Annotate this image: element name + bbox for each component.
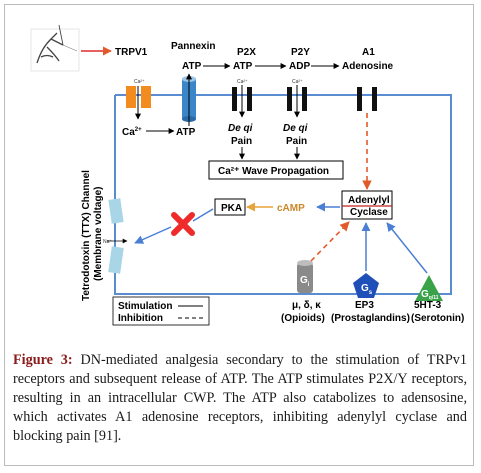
p2x-deqi-label: De qi — [228, 123, 253, 134]
trpv1-channel-icon — [126, 86, 151, 108]
gq-to-adenylyl-arrow — [386, 222, 428, 274]
a1-adenosine-label: Adenosine — [342, 61, 394, 72]
p2y-adp-label: ADP — [289, 61, 310, 72]
ttx-channel-icon — [108, 198, 124, 274]
legend: Stimulation Inhibition — [112, 296, 210, 326]
block-to-ttx-arrow — [134, 226, 172, 244]
prostaglandins-label: (Prostaglandins) — [331, 313, 410, 324]
pka-box — [214, 198, 246, 216]
p2x-pain-label: Pain — [231, 136, 252, 147]
gi-label: Gi — [300, 275, 310, 288]
caption-text: DN-mediated analgesia secondary to the s… — [13, 352, 467, 444]
opioid-types-label: μ, δ, κ — [292, 300, 321, 311]
gs-protein-icon — [353, 273, 379, 298]
trpv1-label: TRPV1 — [115, 47, 148, 58]
ep3-label: EP3 — [355, 300, 374, 311]
ca-inside-label: Ca2+ — [122, 127, 142, 138]
p2x-receptor-icon — [232, 87, 252, 111]
ca-wave-box — [208, 160, 344, 180]
5ht3-label: 5HT-3 — [414, 300, 442, 311]
p2y-pain-label: Pain — [286, 136, 307, 147]
p2x-atp-label: ATP — [233, 61, 253, 72]
gi-inhibits-adenylyl-arrow — [310, 221, 350, 262]
a1-receptor-icon — [357, 87, 377, 111]
na-small-label: Na⁺ — [103, 239, 112, 245]
p2x-label: P2X — [237, 47, 256, 58]
adenylyl-cyclase-box — [341, 190, 393, 220]
pathway-diagram: TRPV1 Pannexin ATP P2X ATP P2Y ADP A1 Ad… — [30, 24, 464, 326]
ca-wave-label: Ca²⁺ Wave Propagation — [218, 166, 329, 177]
gi-protein-icon — [297, 260, 313, 293]
legend-inhibition-label: Inhibition — [118, 313, 163, 324]
legend-stimulation-label: Stimulation — [118, 301, 172, 312]
gq-protein-icon — [415, 275, 443, 301]
adenylyl-cyclase-line1: Adenylyl — [348, 195, 390, 206]
camp-label: cAMP — [277, 203, 305, 214]
figure-label: Figure 3: — [13, 352, 73, 368]
ttx-channel-label: Tetrodotoxin (TTX) Channel — [81, 170, 92, 301]
trpv1-ca-small-label: Ca²⁺ — [134, 79, 145, 85]
a1-label: A1 — [362, 47, 375, 58]
atp-inside-label: ATP — [176, 127, 196, 138]
p2x-ca-small-label: Ca²⁺ — [237, 79, 248, 85]
ttx-membrane-voltage-label: (Membrane voltage) — [93, 187, 104, 281]
adenylyl-cyclase-line2: Cyclase — [350, 207, 388, 218]
p2y-ca-small-label: Ca²⁺ — [292, 79, 303, 85]
p2y-deqi-label: De qi — [283, 123, 308, 134]
gq-label: Gq/11 — [421, 289, 439, 301]
pannexin-label: Pannexin — [171, 41, 215, 52]
pka-to-block-arrow — [192, 208, 214, 222]
cell-membrane — [114, 94, 452, 295]
pka-label: PKA — [221, 203, 242, 214]
p2y-receptor-icon — [287, 87, 307, 111]
gs-label: Gs — [361, 283, 373, 296]
figure-panel: TRPV1 Pannexin ATP P2X ATP P2Y ADP A1 Ad… — [4, 4, 474, 466]
serotonin-label: (Serotonin) — [411, 313, 464, 324]
opioids-label: (Opioids) — [281, 313, 325, 324]
pannexin-atp-label: ATP — [182, 61, 202, 72]
figure-caption: Figure 3: DN-mediated analgesia secondar… — [13, 351, 467, 446]
block-x-icon — [171, 212, 195, 236]
p2y-label: P2Y — [291, 47, 310, 58]
acupuncture-hand-icon — [30, 24, 80, 72]
